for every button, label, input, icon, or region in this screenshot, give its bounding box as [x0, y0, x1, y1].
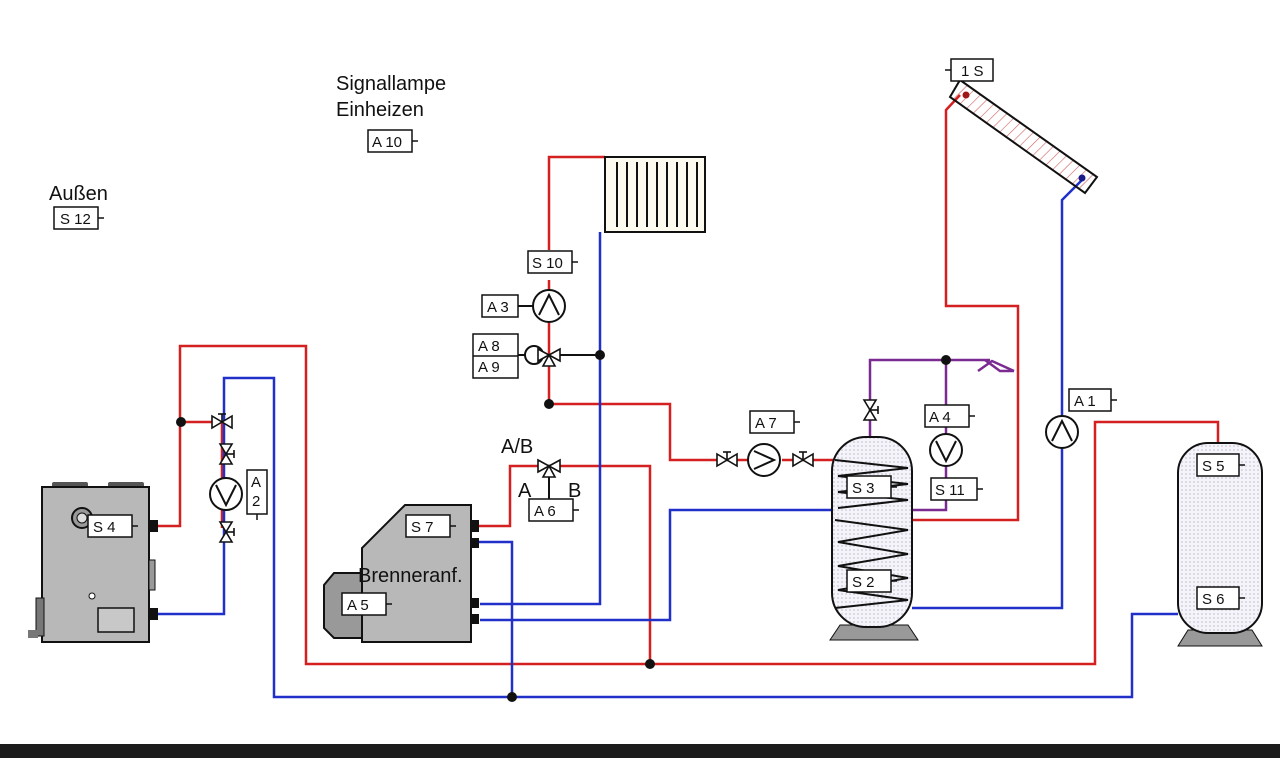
outside-label: Außen — [49, 183, 108, 205]
svg-text:A: A — [251, 474, 261, 491]
valve-port-b-label: B — [568, 480, 581, 502]
junction-dots — [176, 350, 951, 702]
svg-text:S 12: S 12 — [60, 211, 91, 228]
tag-a5: A 5 — [341, 592, 392, 616]
svg-text:2: 2 — [252, 493, 260, 510]
tag-a6: A 6 — [528, 498, 579, 522]
svg-text:S 5: S 5 — [1202, 458, 1225, 475]
svg-text:S 10: S 10 — [532, 255, 563, 272]
tag-a8-a9: A 8 A 9 — [472, 333, 519, 379]
dhw-tank-icon — [829, 436, 919, 641]
tag-s2: S 2 — [846, 569, 897, 593]
svg-text:S 6: S 6 — [1202, 591, 1225, 608]
bottom-bar — [0, 744, 1280, 758]
switching-valve-icon — [537, 459, 561, 478]
valve-ab-label: A/B — [501, 436, 533, 458]
svg-text:S 11: S 11 — [935, 482, 965, 499]
tag-a2: A 2 — [246, 469, 268, 520]
valve-icon — [863, 399, 879, 421]
tag-s5: S 5 — [1196, 453, 1245, 477]
solar-collector-icon — [948, 78, 1099, 195]
svg-text:S 3: S 3 — [852, 480, 875, 497]
pump-a1-icon — [1045, 415, 1079, 449]
burner-request-label: Brenneranf. — [358, 565, 463, 587]
valve-icon — [792, 451, 814, 467]
tag-s3: S 3 — [846, 475, 897, 499]
wood-boiler-icon — [28, 482, 158, 643]
svg-text:S 2: S 2 — [852, 574, 875, 591]
radiator-icon — [604, 156, 706, 233]
svg-text:A 7: A 7 — [755, 415, 777, 432]
tag-s10: S 10 — [527, 250, 578, 274]
svg-text:1 S: 1 S — [961, 63, 984, 80]
svg-text:A 9: A 9 — [478, 359, 500, 376]
tag-s7: S 7 — [405, 514, 456, 538]
svg-text:A 3: A 3 — [487, 299, 509, 316]
burner-boiler-icon — [323, 504, 479, 643]
svg-text:S 4: S 4 — [93, 519, 116, 536]
svg-text:S 7: S 7 — [411, 519, 434, 536]
pump-a2-icon — [209, 477, 243, 511]
tag-a3: A 3 — [481, 294, 519, 318]
svg-text:A 8: A 8 — [478, 338, 500, 355]
valve-icon — [716, 451, 738, 467]
tag-a7: A 7 — [749, 410, 800, 434]
tag-s12: S 12 — [53, 206, 104, 230]
svg-text:A 4: A 4 — [929, 409, 951, 426]
svg-text:A 6: A 6 — [534, 503, 556, 520]
signal-lamp-label-line2: Einheizen — [336, 99, 424, 121]
tag-1s: 1 S — [945, 58, 994, 82]
tag-s4: S 4 — [87, 514, 138, 538]
return-pipes — [158, 179, 1178, 699]
buffer-tank-icon — [1177, 442, 1263, 647]
svg-text:A 5: A 5 — [347, 597, 369, 614]
pump-a3-icon — [532, 289, 566, 323]
svg-text:A 1: A 1 — [1074, 393, 1096, 410]
valve-port-a-label: A — [518, 480, 532, 502]
tag-a10: A 10 — [367, 129, 418, 153]
tag-a4: A 4 — [924, 404, 975, 428]
pump-a4-icon — [929, 433, 963, 467]
tag-s6: S 6 — [1196, 586, 1245, 610]
svg-text:A 10: A 10 — [372, 134, 402, 151]
pump-a7-icon — [747, 443, 781, 477]
valve-icon — [219, 521, 235, 543]
tag-s11: S 11 — [930, 477, 983, 501]
tag-a1: A 1 — [1068, 388, 1117, 412]
signal-lamp-label-line1: Signallampe — [336, 73, 446, 95]
